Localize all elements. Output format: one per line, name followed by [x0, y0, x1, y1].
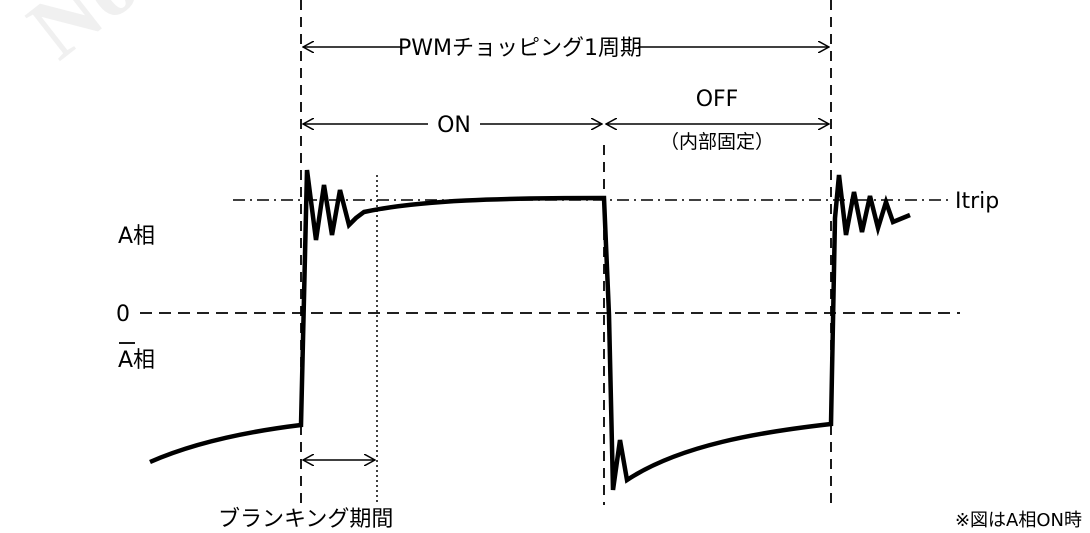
on-label: ON: [437, 113, 471, 138]
current-waveform: [149, 169, 911, 491]
blanking-label: ブランキング期間: [218, 507, 393, 532]
footnote: ※図はA相ON時: [955, 510, 1082, 531]
zero-label: 0: [116, 302, 130, 327]
itrip-label: Itrip: [955, 189, 999, 214]
off-note-label: （内部固定）: [660, 131, 774, 153]
off-label: OFF: [696, 87, 739, 112]
phase-a-bar-label: A相: [118, 348, 155, 373]
phase-a-label: A相: [118, 224, 155, 249]
pwm-period-label: PWMチョッピング1周期: [398, 36, 642, 61]
